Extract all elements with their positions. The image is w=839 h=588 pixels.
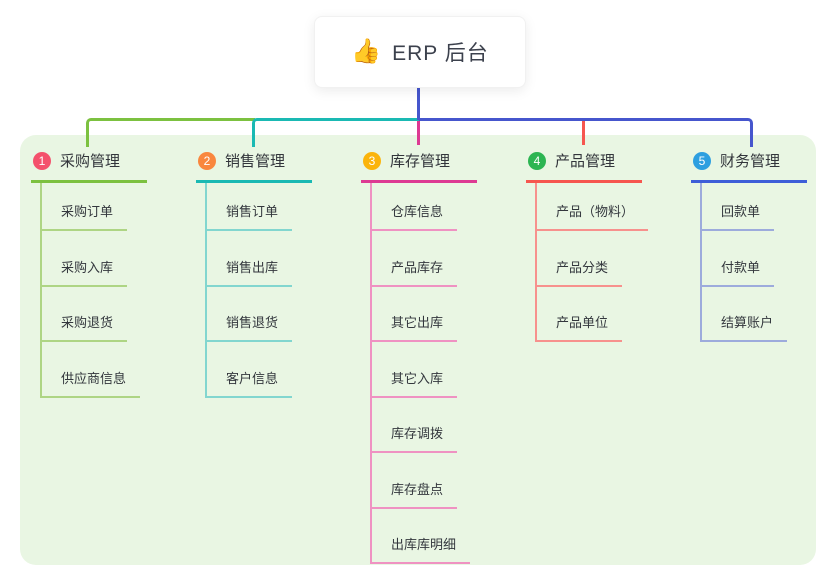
branch-number-badge: 5 xyxy=(693,151,711,170)
node-item: 库存调拨 xyxy=(372,398,511,453)
branch-number-badge: 4 xyxy=(528,151,546,170)
connector-branch3 xyxy=(417,121,420,145)
branch-items: 回款单 付款单 结算账户 xyxy=(700,183,839,342)
branch-number-badge: 2 xyxy=(198,151,216,170)
branch-label: 产品管理 xyxy=(555,153,616,170)
node-item: 销售出库 xyxy=(207,231,346,287)
branch-label: 采购管理 xyxy=(60,153,121,170)
node-item: 付款单 xyxy=(702,231,839,287)
branch-label: 财务管理 xyxy=(720,153,781,170)
branch-items: 采购订单 采购入库 采购退货 供应商信息 xyxy=(40,183,181,398)
node-item-label[interactable]: 销售订单 xyxy=(207,201,293,231)
node-item: 采购入库 xyxy=(42,231,181,287)
node-item: 产品（物料） xyxy=(537,183,676,231)
branch-inventory: 3 库存管理 仓库信息 产品库存 其它出库 其它入库 库存调拨 库存盘点 出库库… xyxy=(361,150,511,564)
branch-procurement: 1 采购管理 采购订单 采购入库 采购退货 供应商信息 xyxy=(31,150,181,398)
node-item-label[interactable]: 销售退货 xyxy=(207,312,293,342)
branch-items: 产品（物料） 产品分类 产品单位 xyxy=(535,183,676,342)
connector-branch5 xyxy=(419,118,753,147)
node-item-label[interactable]: 付款单 xyxy=(702,257,775,287)
node-item: 库存盘点 xyxy=(372,453,511,509)
branch-finance: 5 财务管理 回款单 付款单 结算账户 xyxy=(691,150,839,342)
branch-label: 销售管理 xyxy=(225,153,286,170)
node-item-label[interactable]: 仓库信息 xyxy=(372,201,458,231)
branch-items: 仓库信息 产品库存 其它出库 其它入库 库存调拨 库存盘点 出库库明细 xyxy=(370,183,511,564)
root-connector-stem xyxy=(417,86,420,120)
branch-number-badge: 3 xyxy=(363,151,381,170)
branch-sales: 2 销售管理 销售订单 销售出库 销售退货 客户信息 xyxy=(196,150,346,398)
branch-product: 4 产品管理 产品（物料） 产品分类 产品单位 xyxy=(526,150,676,342)
connector-branch1 xyxy=(86,118,255,147)
branch-title-finance[interactable]: 5 财务管理 xyxy=(691,150,807,183)
node-item-label[interactable]: 供应商信息 xyxy=(42,368,141,398)
node-item: 销售订单 xyxy=(207,183,346,231)
branch-items: 销售订单 销售出库 销售退货 客户信息 xyxy=(205,183,346,398)
node-item-label[interactable]: 库存盘点 xyxy=(372,479,458,509)
branch-title-sales[interactable]: 2 销售管理 xyxy=(196,150,312,183)
node-item-label[interactable]: 销售出库 xyxy=(207,257,293,287)
branch-title-inventory[interactable]: 3 库存管理 xyxy=(361,150,477,183)
node-item: 仓库信息 xyxy=(372,183,511,231)
node-item-label[interactable]: 出库库明细 xyxy=(372,534,471,564)
node-item-label[interactable]: 其它入库 xyxy=(372,368,458,398)
root-node-label: ERP 后台 xyxy=(392,42,489,65)
node-item: 供应商信息 xyxy=(42,342,181,398)
thumbs-up-icon: 👍 xyxy=(351,38,382,65)
branch-title-product[interactable]: 4 产品管理 xyxy=(526,150,642,183)
node-item: 回款单 xyxy=(702,183,839,231)
mindmap-canvas xyxy=(20,135,816,565)
node-item-label[interactable]: 结算账户 xyxy=(702,312,788,342)
node-item-label[interactable]: 产品（物料） xyxy=(537,201,649,231)
node-item-label[interactable]: 客户信息 xyxy=(207,368,293,398)
node-item: 客户信息 xyxy=(207,342,346,398)
node-item: 结算账户 xyxy=(702,287,839,342)
node-item-label[interactable]: 产品分类 xyxy=(537,257,623,287)
node-item: 产品库存 xyxy=(372,231,511,287)
node-item-label[interactable]: 回款单 xyxy=(702,201,775,231)
node-item: 采购订单 xyxy=(42,183,181,231)
branch-label: 库存管理 xyxy=(390,153,451,170)
node-item: 其它入库 xyxy=(372,342,511,398)
node-item-label[interactable]: 其它出库 xyxy=(372,312,458,342)
node-item-label[interactable]: 库存调拨 xyxy=(372,423,458,453)
node-item: 其它出库 xyxy=(372,287,511,342)
node-item: 产品分类 xyxy=(537,231,676,287)
connector-branch2 xyxy=(252,118,422,147)
node-item-label[interactable]: 产品库存 xyxy=(372,257,458,287)
node-item-label[interactable]: 采购退货 xyxy=(42,312,128,342)
branch-number-badge: 1 xyxy=(33,151,51,170)
node-item-label[interactable]: 采购入库 xyxy=(42,257,128,287)
node-item: 采购退货 xyxy=(42,287,181,342)
connector-branch4 xyxy=(582,121,585,145)
node-item-label[interactable]: 产品单位 xyxy=(537,312,623,342)
node-item-label[interactable]: 采购订单 xyxy=(42,201,128,231)
branch-title-procurement[interactable]: 1 采购管理 xyxy=(31,150,147,183)
node-item: 出库库明细 xyxy=(372,509,511,564)
root-node[interactable]: 👍 ERP 后台 xyxy=(314,16,526,88)
node-item: 产品单位 xyxy=(537,287,676,342)
node-item: 销售退货 xyxy=(207,287,346,342)
